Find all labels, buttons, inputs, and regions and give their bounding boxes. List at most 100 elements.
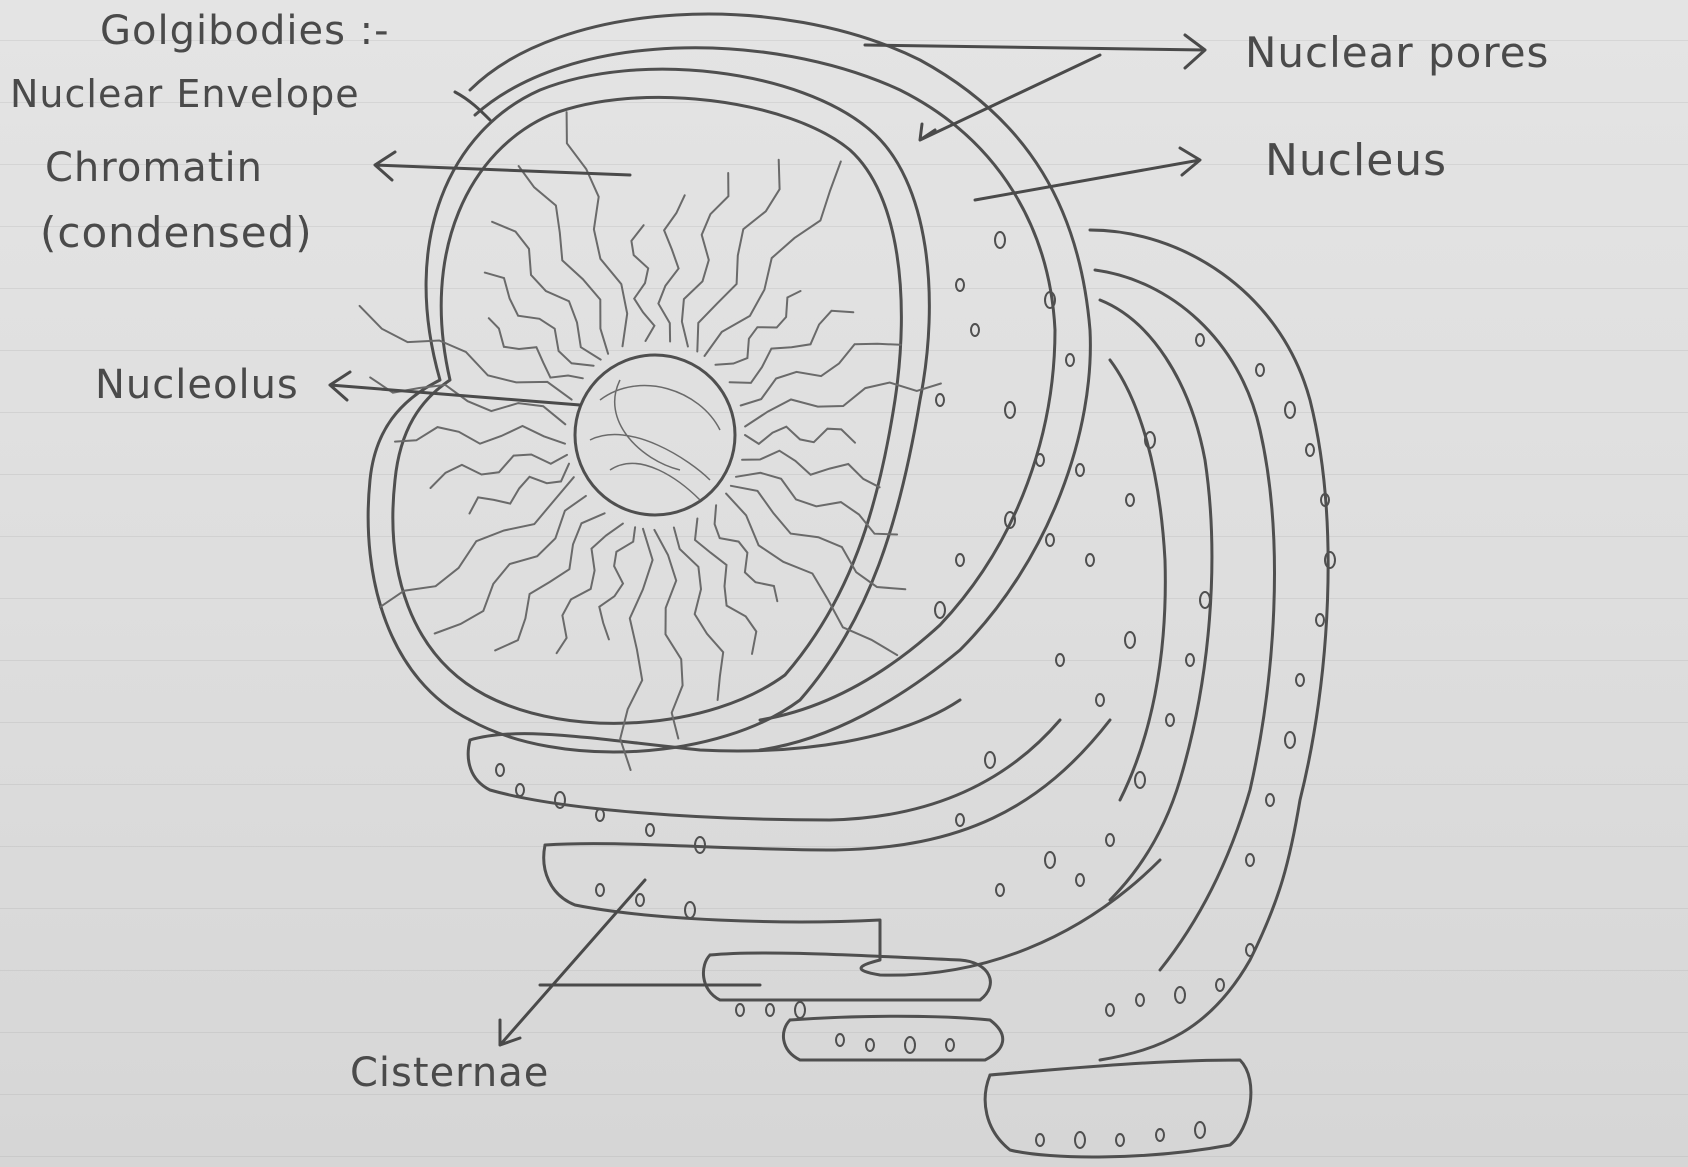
- vesicle: [1186, 654, 1194, 666]
- vesicle: [1246, 854, 1254, 866]
- vesicle: [555, 792, 565, 808]
- chromatin-label-condensed: (condensed): [40, 208, 313, 257]
- chromatin-thread: [654, 530, 682, 739]
- chromatin-label: Chromatin: [45, 145, 263, 191]
- vesicle: [1135, 772, 1145, 788]
- cisternae-label: Cisternae: [350, 1050, 549, 1096]
- vesicle: [1036, 454, 1044, 466]
- vesicle: [1046, 534, 1054, 546]
- vesicle: [1036, 1134, 1044, 1146]
- chromatin-thread: [620, 529, 652, 770]
- vesicle: [956, 814, 964, 826]
- chromatin-thread: [380, 477, 574, 607]
- nucleolus-texture: [590, 380, 720, 500]
- vesicle: [836, 1034, 844, 1046]
- vesicle: [1256, 364, 1264, 376]
- vesicle: [1296, 674, 1304, 686]
- vesicle: [1306, 444, 1314, 456]
- nucleolus-label: Nucleolus: [95, 362, 299, 408]
- cisterna-right-3: [1100, 300, 1212, 900]
- vesicle: [1076, 464, 1084, 476]
- vesicle: [685, 902, 695, 918]
- vesicle: [1216, 979, 1224, 991]
- chromatin-thread: [745, 383, 941, 427]
- chromatin-thread: [489, 318, 583, 378]
- nuclear-envelope-label: Nuclear Envelope: [10, 72, 360, 116]
- vesicle: [1196, 334, 1204, 346]
- pointer-nucleolus: [330, 372, 580, 405]
- vesicle: [905, 1037, 915, 1053]
- vesicle: [1285, 732, 1295, 748]
- vesicle: [766, 1004, 774, 1016]
- chromatin-thread: [495, 513, 604, 650]
- vesicle: [795, 1002, 805, 1018]
- vesicle: [946, 1039, 954, 1051]
- vesicle: [971, 324, 979, 336]
- heading-label: Golgibodies :-: [100, 8, 390, 54]
- vesicle: [1125, 632, 1135, 648]
- nuclear-pores-label: Nuclear pores: [1245, 28, 1549, 77]
- chromatin-thread: [745, 427, 855, 444]
- vesicle: [1096, 694, 1104, 706]
- chromatin-thread: [395, 426, 565, 444]
- vesicle: [1246, 944, 1254, 956]
- vesicle: [736, 1004, 744, 1016]
- vesicle: [1316, 614, 1324, 626]
- vesicle: [596, 809, 604, 821]
- vesicle: [1175, 987, 1185, 1003]
- vesicle: [956, 554, 964, 566]
- cisterna-right-4: [1110, 360, 1165, 800]
- chromatin-thread: [682, 173, 729, 347]
- vesicle: [1195, 1122, 1205, 1138]
- vesicle: [1106, 834, 1114, 846]
- vesicle: [1166, 714, 1174, 726]
- vesicle: [1285, 402, 1295, 418]
- vesicle: [936, 394, 944, 406]
- outer-shell-arc: [470, 14, 1090, 750]
- cisterna-2: [544, 720, 1160, 975]
- vesicle: [496, 764, 504, 776]
- chromatin-thread: [741, 344, 901, 406]
- cisterna-3: [703, 953, 990, 1000]
- chromatin-thread: [658, 195, 684, 341]
- vesicle: [1005, 402, 1015, 418]
- chromatin-thread: [726, 494, 897, 655]
- vesicle: [646, 824, 654, 836]
- nucleus-label: Nucleus: [1265, 135, 1447, 186]
- vesicle: [866, 1039, 874, 1051]
- vesicle: [956, 279, 964, 291]
- pointer-nuclear-pores: [865, 35, 1205, 140]
- vesicle: [1056, 654, 1064, 666]
- vesicle: [1076, 874, 1084, 886]
- vesicle: [1136, 994, 1144, 1006]
- vesicle: [636, 894, 644, 906]
- chromatin-thread: [519, 166, 609, 354]
- chromatin-thread: [567, 112, 628, 346]
- vesicle: [1045, 852, 1055, 868]
- vesicle: [1126, 494, 1134, 506]
- nuclear-envelope-outer: [368, 69, 929, 752]
- vesicle: [935, 602, 945, 618]
- vesicle: [1116, 1134, 1124, 1146]
- vesicle: [516, 784, 524, 796]
- vesicle: [985, 752, 995, 768]
- nuclear-envelope-inner: [393, 97, 901, 723]
- vesicle: [1266, 794, 1274, 806]
- pointer-cisternae: [500, 880, 760, 1045]
- chromatin-thread: [470, 464, 570, 514]
- vesicle: [1325, 552, 1335, 568]
- vesicle: [1200, 592, 1210, 608]
- vesicle: [596, 884, 604, 896]
- nucleolus: [575, 355, 735, 515]
- chromatin-thread: [631, 225, 654, 341]
- chromatin-thread: [557, 524, 623, 654]
- vesicle: [1106, 1004, 1114, 1016]
- vesicle: [1066, 354, 1074, 366]
- pointer-chromatin: [375, 152, 630, 180]
- vesicle: [1075, 1132, 1085, 1148]
- vesicle: [995, 232, 1005, 248]
- chromatin-thread: [731, 486, 905, 590]
- vesicle: [1086, 554, 1094, 566]
- vesicle: [996, 884, 1004, 896]
- chromatin-thread: [742, 451, 880, 488]
